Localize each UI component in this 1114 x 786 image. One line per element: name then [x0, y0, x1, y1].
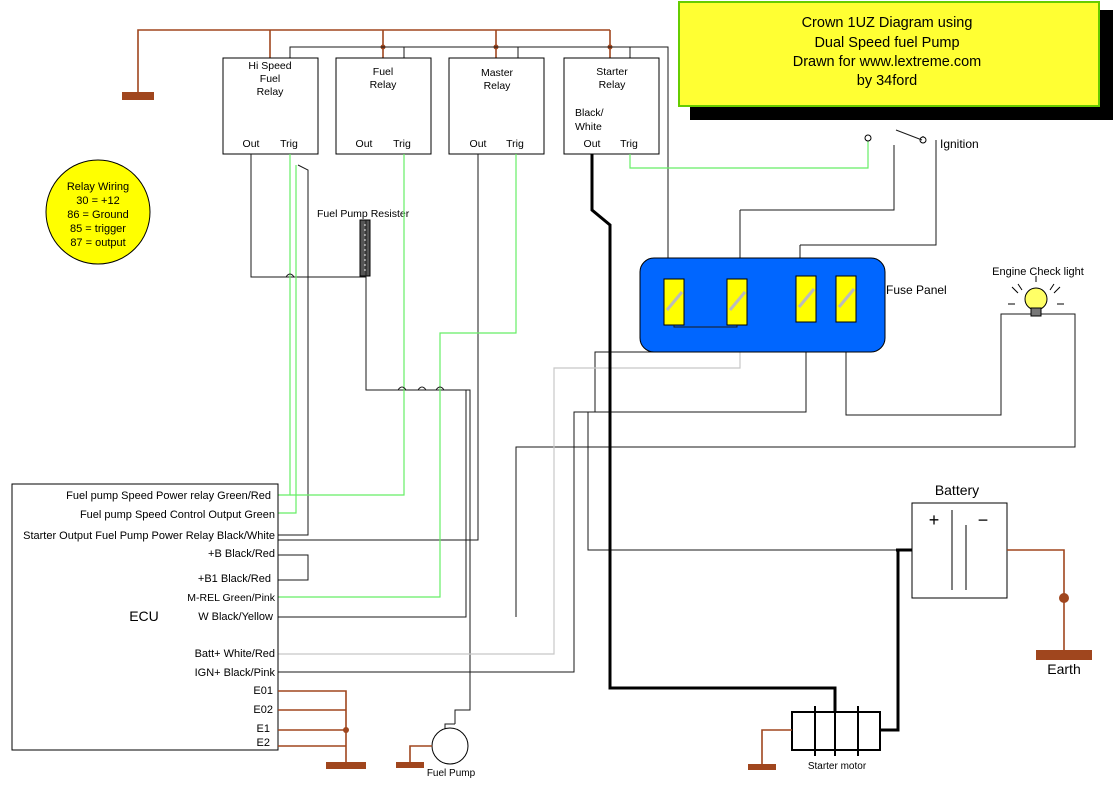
- ecu-pin-e02: E02: [253, 704, 273, 716]
- title-line-3: Drawn for www.lextreme.com: [793, 54, 982, 70]
- relay-wiring-legend: Relay Wiring 30 = +12 86 = Ground 85 = t…: [45, 159, 151, 265]
- svg-text:Relay: Relay: [370, 79, 398, 91]
- ecu-pin-e1: E1: [257, 723, 270, 735]
- svg-text:Black/: Black/: [575, 107, 604, 119]
- ecu-pin-fuel-pump-speed-control: Fuel pump Speed Control Output Green: [80, 509, 275, 521]
- ground-symbol-top: [122, 92, 154, 100]
- starter-cable: [590, 154, 837, 712]
- fuse-panel: Fuse Panel: [639, 257, 947, 353]
- resister-label: Fuel Pump Resister: [317, 208, 410, 220]
- fuel-pump-label: Fuel Pump: [427, 768, 476, 779]
- ecu-pin-starter-output: Starter Output Fuel Pump Power Relay Bla…: [23, 530, 275, 542]
- ecu-label: ECU: [129, 608, 159, 624]
- starter-motor-label: Starter motor: [808, 761, 867, 772]
- ignition-label: Ignition: [940, 137, 979, 151]
- ecu-pin-b: +B Black/Red: [208, 548, 275, 560]
- svg-text:Hi Speed: Hi Speed: [248, 60, 291, 72]
- battery: Battery + −: [911, 482, 1008, 599]
- relay-power-bus: [289, 46, 669, 268]
- light-bulb-icon: [1008, 276, 1064, 317]
- hi-speed-fuel-relay: Hi Speed Fuel Relay Out Trig: [222, 57, 319, 155]
- svg-text:Out: Out: [356, 138, 373, 150]
- ecu: ECU Fuel pump Speed Power relay Green/Re…: [11, 483, 279, 751]
- engine-check-light: Engine Check light: [992, 266, 1084, 317]
- starter-motor: Starter motor: [748, 706, 881, 772]
- ignition-switch[interactable]: Ignition: [864, 129, 979, 151]
- legend-line-1: 30 = +12: [76, 195, 119, 207]
- title-line-4: by 34ford: [857, 73, 917, 89]
- battery-label: Battery: [935, 482, 979, 498]
- svg-text:Trig: Trig: [620, 138, 638, 150]
- title-line-2: Dual Speed fuel Pump: [814, 35, 959, 51]
- grey-wire: [278, 325, 741, 655]
- svg-text:Relay: Relay: [599, 79, 627, 91]
- starter-relay: Starter Relay Black/ White Out Trig: [563, 57, 660, 155]
- ecu-pin-m-rel: M-REL Green/Pink: [187, 592, 275, 604]
- ecu-pin-e01: E01: [253, 685, 273, 697]
- ecu-pin-e2: E2: [257, 737, 270, 749]
- battery-plus-label: +: [929, 510, 940, 530]
- ecu-pin-batt: Batt+ White/Red: [195, 648, 275, 660]
- wire-crossovers: [285, 273, 445, 391]
- green-wires: [278, 138, 869, 598]
- svg-text:Relay: Relay: [257, 86, 285, 98]
- svg-text:Master: Master: [481, 67, 514, 79]
- svg-text:Starter: Starter: [596, 66, 628, 78]
- fuel-pump-resister: [359, 219, 371, 277]
- relay-ground-bus: [122, 29, 613, 100]
- battery-minus-label: −: [978, 510, 989, 530]
- svg-text:Out: Out: [470, 138, 487, 150]
- fuel-relay: Fuel Relay Out Trig: [335, 57, 432, 155]
- svg-text:Trig: Trig: [280, 138, 298, 150]
- svg-text:Trig: Trig: [506, 138, 524, 150]
- legend-line-3: 85 = trigger: [70, 223, 126, 235]
- ecu-pin-b1: +B1 Black/Red: [198, 573, 271, 585]
- svg-text:Fuel: Fuel: [373, 66, 393, 78]
- fuel-pump: Fuel Pump: [396, 723, 476, 779]
- ecu-pin-w: W Black/Yellow: [198, 611, 273, 623]
- master-relay: Master Relay Out Trig: [448, 57, 545, 155]
- title-box: Crown 1UZ Diagram using Dual Speed fuel …: [678, 1, 1113, 120]
- legend-title: Relay Wiring: [67, 181, 129, 193]
- ecu-pin-fuel-pump-speed-power: Fuel pump Speed Power relay Green/Red: [66, 490, 271, 502]
- svg-text:Out: Out: [584, 138, 601, 150]
- title-line-1: Crown 1UZ Diagram using: [802, 15, 973, 31]
- svg-text:White: White: [575, 121, 602, 133]
- earth-label: Earth: [1047, 661, 1080, 677]
- fuse-panel-label: Fuse Panel: [886, 283, 947, 297]
- svg-text:Fuel: Fuel: [260, 73, 280, 85]
- ecu-pin-ign: IGN+ Black/Pink: [195, 667, 276, 679]
- ecu-ground: [278, 690, 366, 769]
- svg-text:Trig: Trig: [393, 138, 411, 150]
- svg-text:Out: Out: [243, 138, 260, 150]
- legend-line-4: 87 = output: [70, 237, 125, 249]
- svg-text:Relay: Relay: [484, 80, 512, 92]
- earth-ground: Earth: [1007, 549, 1092, 677]
- legend-line-2: 86 = Ground: [67, 209, 128, 221]
- black-wires: [250, 136, 1076, 724]
- engine-check-label: Engine Check light: [992, 266, 1084, 278]
